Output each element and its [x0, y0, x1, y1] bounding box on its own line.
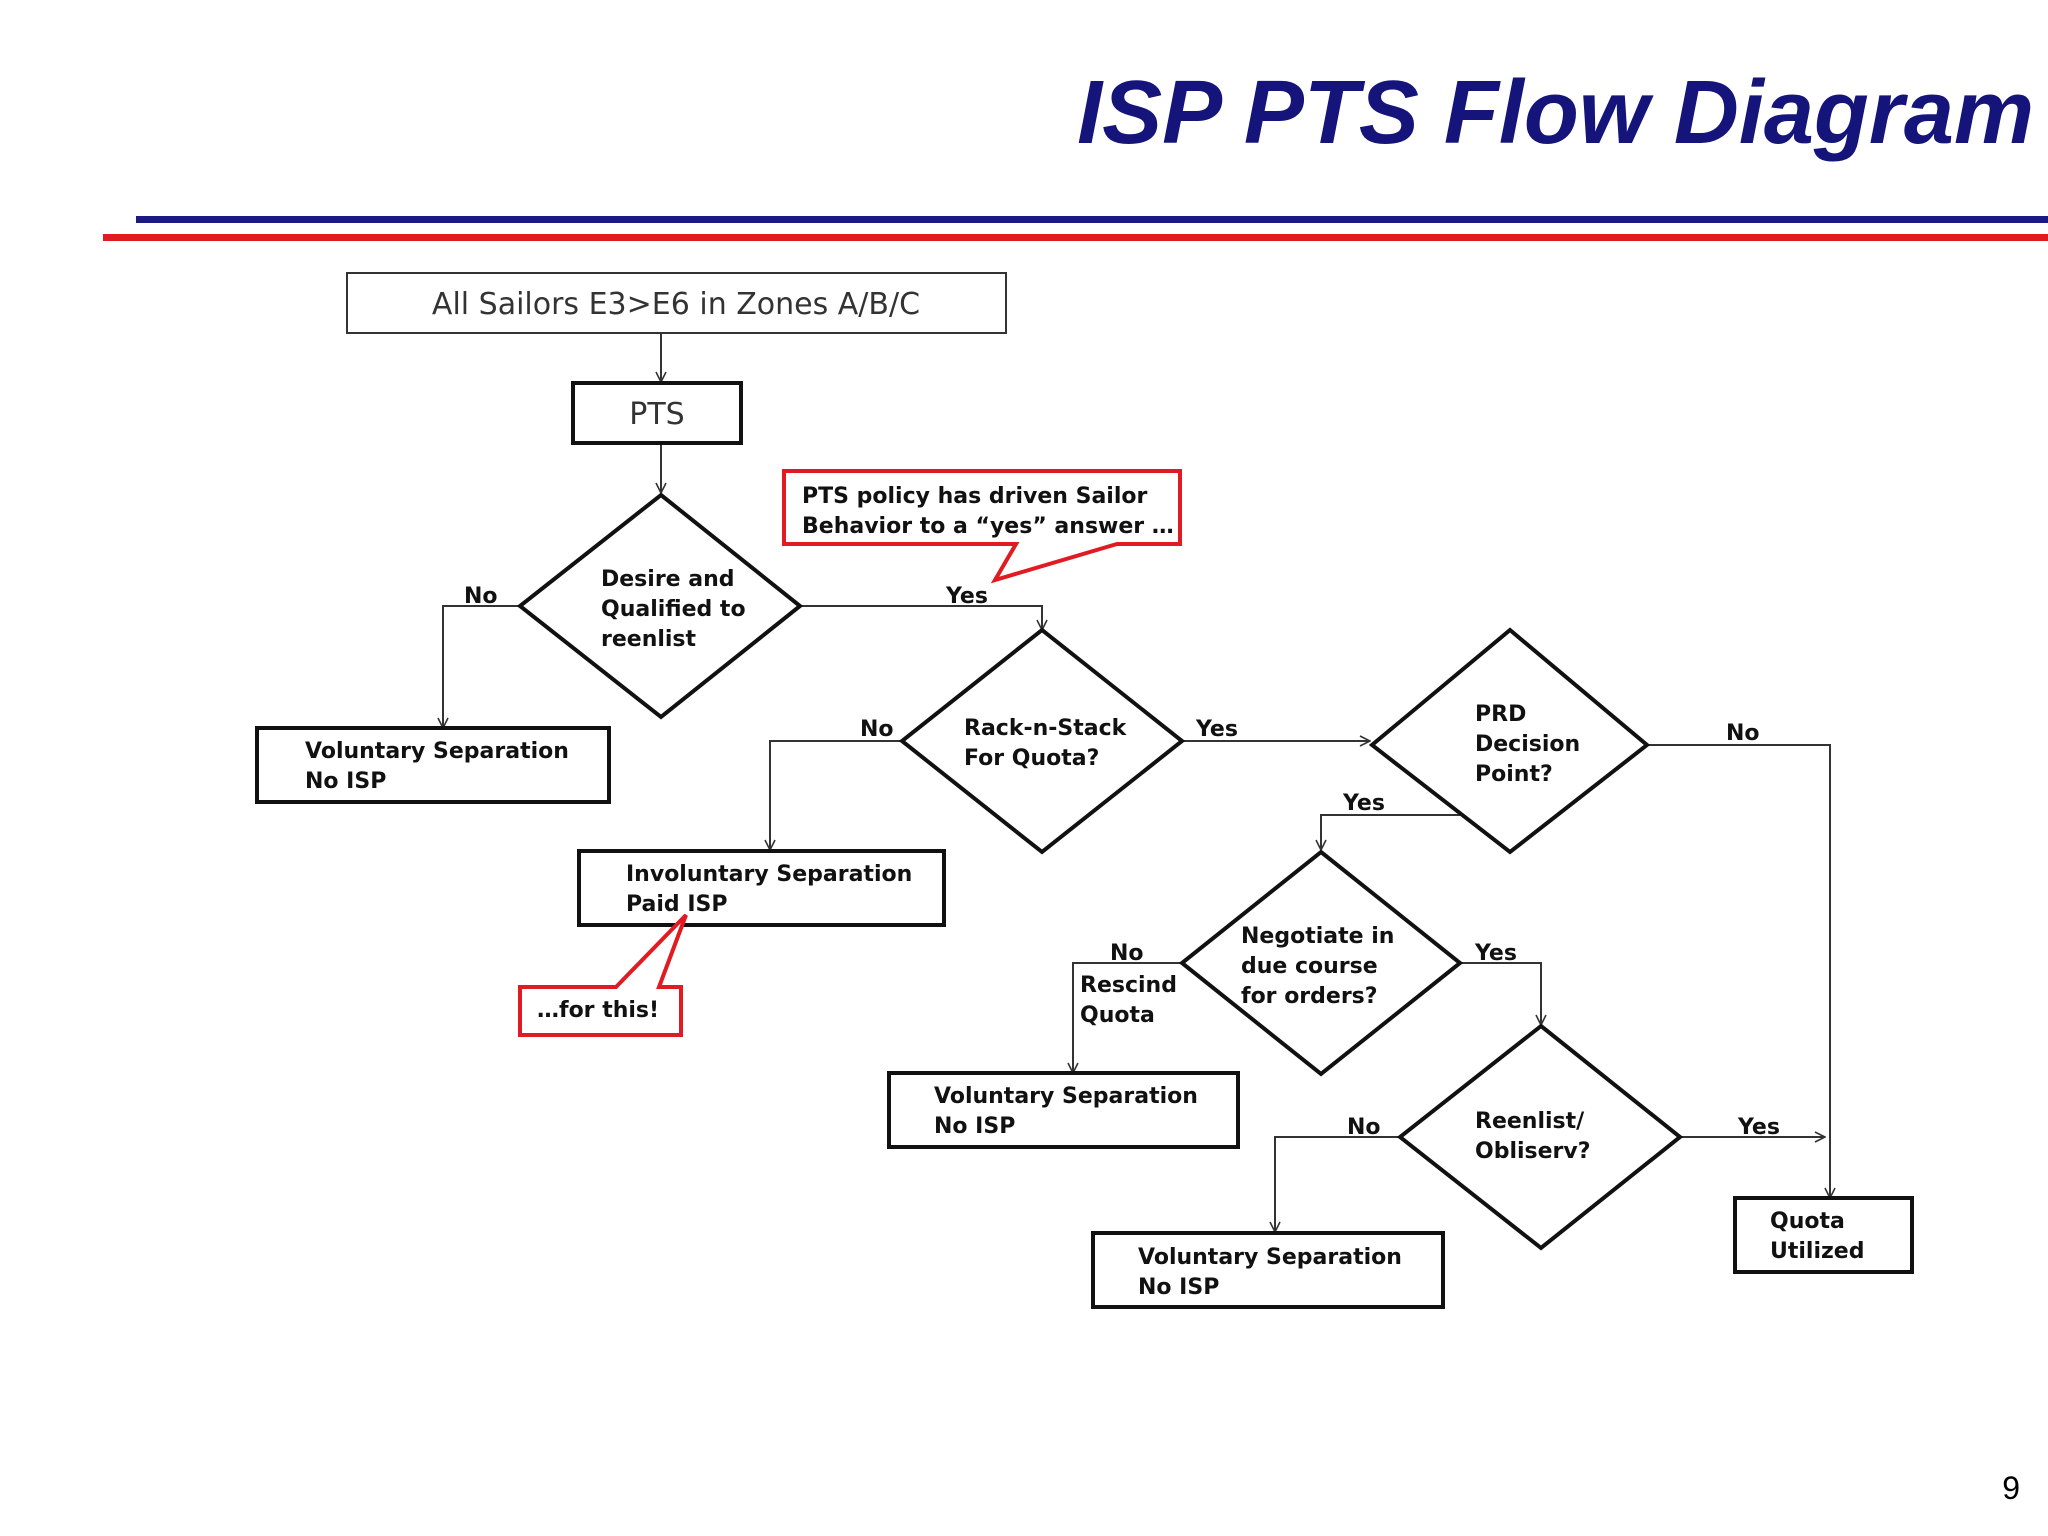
decision-rack: [898, 627, 1186, 855]
rescind-quota-line-1: Rescind: [1080, 973, 1177, 998]
edge-prd-yes: [1321, 814, 1460, 850]
callout-bottom-label: …for this!: [537, 998, 659, 1023]
quota-utilized-line-2: Utilized: [1770, 1239, 1864, 1264]
vol-sep-box-3-line-1: Voluntary Separation: [1138, 1245, 1402, 1270]
decision-reenlist-line-2: Obliserv?: [1475, 1139, 1591, 1164]
label-desire-yes: Yes: [945, 584, 988, 609]
vol-sep-box-2-line-1: Voluntary Separation: [934, 1084, 1198, 1109]
decision-negotiate: [1178, 849, 1464, 1077]
label-reenlist-yes: Yes: [1737, 1115, 1780, 1140]
decision-desire-line-2: Qualified to: [601, 597, 746, 622]
start-box-label: All Sailors E3>E6 in Zones A/B/C: [432, 287, 920, 322]
edge-desire-no: [443, 605, 520, 728]
callout-bottom: [518, 913, 688, 1037]
edge-desire-yes: [800, 605, 1042, 630]
decision-prd-line-1: PRD: [1475, 702, 1526, 727]
edge-negotiate-yes: [1460, 962, 1541, 1025]
label-prd-no: No: [1726, 721, 1760, 746]
callout-top-line-2: Behavior to a “yes” answer …: [802, 514, 1174, 539]
label-desire-no: No: [464, 584, 498, 609]
edge-reenlist-no: [1275, 1136, 1400, 1232]
decision-rack-line-1: Rack-n-Stack: [964, 716, 1128, 741]
edge-negotiate-no: [1073, 962, 1182, 1073]
label-rack-yes: Yes: [1195, 717, 1238, 742]
label-negotiate-yes: Yes: [1474, 941, 1517, 966]
start-box: [346, 272, 1007, 334]
callout-top-line-1: PTS policy has driven Sailor: [802, 484, 1147, 509]
quota-utilized-line-1: Quota: [1770, 1209, 1845, 1234]
slide-title: ISP PTS Flow Diagram: [1077, 63, 2034, 163]
decision-reenlist-line-1: Reenlist/: [1475, 1109, 1585, 1134]
decision-prd-line-2: Decision: [1475, 732, 1580, 757]
vol-sep-box-2: [887, 1071, 1240, 1149]
vol-sep-box-3: [1091, 1231, 1445, 1309]
pts-box: [571, 381, 743, 445]
decision-rack-line-2: For Quota?: [964, 746, 1099, 771]
decision-negotiate-line-2: due course: [1241, 954, 1378, 979]
edge-rack-no: [770, 740, 902, 850]
quota-utilized-box: [1733, 1196, 1914, 1274]
decision-prd-line-3: Point?: [1475, 762, 1553, 787]
decision-desire-line-1: Desire and: [601, 567, 735, 592]
callout-top: [782, 469, 1182, 584]
invol-sep-box-line-2: Paid ISP: [626, 892, 727, 917]
pts-box-label: PTS: [629, 397, 684, 432]
label-prd-yes: Yes: [1342, 791, 1385, 816]
decision-negotiate-line-3: for orders?: [1241, 984, 1378, 1009]
vol-sep-box-1: [255, 726, 611, 804]
label-rack-no: No: [860, 717, 894, 742]
decision-desire: [516, 492, 804, 720]
decision-negotiate-line-1: Negotiate in: [1241, 924, 1394, 949]
page-number: 9: [2002, 1470, 2020, 1506]
title-rule-blue: [136, 216, 2048, 223]
title-rule-red: [103, 234, 2048, 241]
decision-desire-line-3: reenlist: [601, 627, 697, 652]
rescind-quota-line-2: Quota: [1080, 1003, 1155, 1028]
decision-reenlist: [1396, 1023, 1684, 1251]
edge-prd-no: [1647, 744, 1830, 1198]
vol-sep-box-1-line-2: No ISP: [305, 769, 386, 794]
label-negotiate-no: No: [1110, 941, 1144, 966]
vol-sep-box-2-line-2: No ISP: [934, 1114, 1015, 1139]
vol-sep-box-1-line-1: Voluntary Separation: [305, 739, 569, 764]
vol-sep-box-3-line-2: No ISP: [1138, 1275, 1219, 1300]
invol-sep-box: [577, 849, 946, 927]
decision-prd: [1368, 627, 1651, 855]
invol-sep-box-line-1: Involuntary Separation: [626, 862, 912, 887]
label-reenlist-no: No: [1347, 1115, 1381, 1140]
